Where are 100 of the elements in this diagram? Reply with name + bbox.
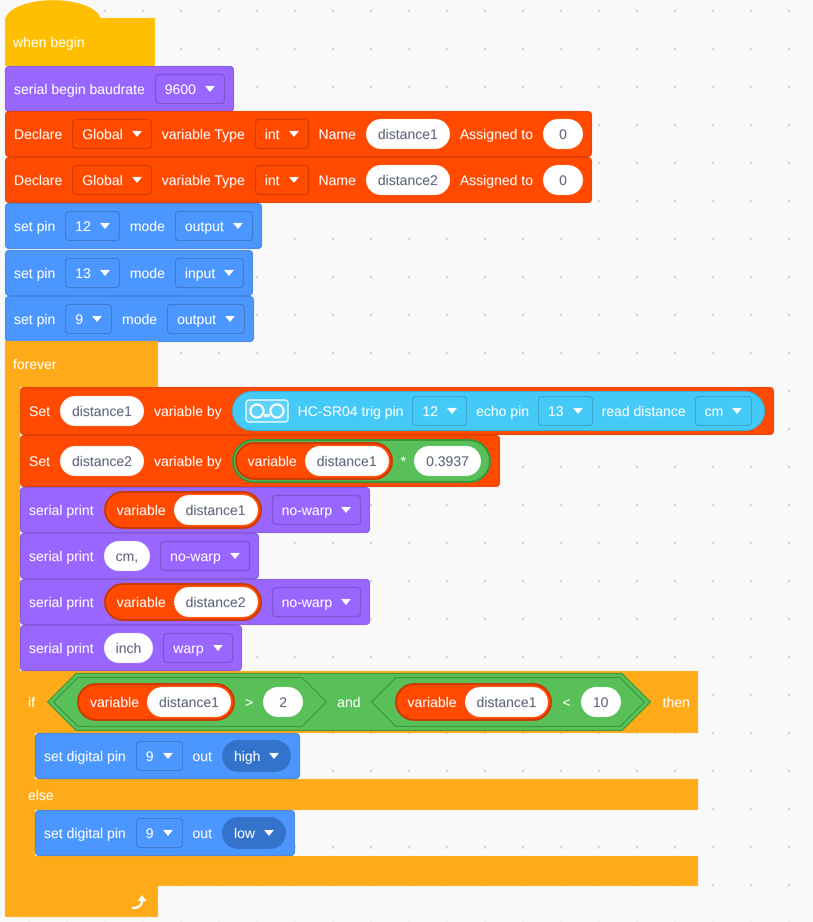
dropdown-menu: 9600 (154, 74, 225, 104)
block-label: serial print (29, 640, 94, 656)
code-block (20, 487, 370, 533)
block-label: serial begin baudrate (14, 81, 145, 97)
block-label: set pin (14, 218, 56, 234)
dropdown-menu: input (174, 258, 244, 288)
block-label: serial print (29, 502, 94, 518)
block-label: set pin (14, 265, 56, 281)
reporter-block (104, 491, 262, 529)
reporter-block (234, 442, 393, 480)
dropdown-menu: Global (72, 165, 152, 195)
input-field: inch (104, 633, 154, 663)
block-label: variable Type (162, 172, 245, 188)
code-block (35, 733, 300, 779)
dropdown-menu: output (167, 304, 246, 334)
operator-reporter-block (232, 439, 491, 483)
block-label: mode (130, 218, 165, 234)
block-label: variable (90, 694, 140, 710)
input-field: 0 (543, 119, 583, 149)
code-block (5, 296, 254, 342)
block-label: mode (130, 265, 165, 281)
block-label: variable (408, 694, 457, 710)
input-field: distance2 (366, 165, 450, 195)
dropdown-menu: Global (72, 119, 152, 149)
dropdown-menu: 12 (65, 211, 120, 241)
block-label: read distance (602, 403, 686, 419)
block-label: Assigned to (460, 126, 533, 142)
condition-block (370, 677, 645, 727)
code-block (20, 435, 500, 487)
block-label: serial print (29, 548, 94, 564)
block-label: < (562, 694, 571, 710)
dropdown-menu: no-warp (272, 495, 362, 525)
code-block (5, 250, 254, 296)
input-field: cm, (104, 541, 150, 571)
block-label: variable (116, 594, 166, 610)
reporter-block (394, 683, 552, 721)
dropdown-menu: 12 (412, 396, 468, 426)
input-field: distance1 (60, 396, 144, 426)
code-block (20, 579, 370, 625)
dropdown-menu: warp (163, 633, 233, 663)
dropdown-menu: output (174, 211, 253, 241)
dropdown-menu: cm (694, 396, 752, 426)
dropdown-menu: low (222, 817, 286, 849)
if-else-block (20, 671, 698, 886)
input-field: distance1 (304, 446, 389, 476)
code-block (5, 111, 592, 157)
block-label: forever (13, 356, 57, 372)
block-label: variable (248, 453, 297, 469)
dropdown-menu: no-warp (160, 541, 250, 571)
block-label: out (192, 748, 212, 764)
block-label: if (28, 694, 35, 710)
block-label: Name (318, 126, 356, 142)
block-label: set digital pin (44, 825, 126, 841)
dropdown-menu: 13 (65, 258, 120, 288)
code-block (5, 203, 262, 249)
block-label: variable by (154, 453, 222, 469)
condition-block (47, 673, 651, 731)
code-block (5, 66, 234, 112)
block-label: echo pin (476, 403, 529, 419)
block-label: then (662, 694, 690, 710)
sensor-reporter-block (232, 391, 766, 431)
code-block (20, 533, 259, 579)
dropdown-menu: 9 (136, 818, 183, 848)
condition-block (53, 677, 328, 727)
input-field: distance1 (147, 687, 231, 717)
block-label: > (244, 694, 254, 710)
input-field: distance1 (464, 687, 548, 717)
block-label: set digital pin (44, 748, 126, 764)
code-block (20, 625, 242, 671)
input-field: distance2 (60, 446, 144, 476)
input-field: distance2 (174, 587, 258, 617)
block-label: variable by (154, 403, 222, 419)
reporter-block (104, 583, 262, 621)
block-label: Declare (14, 172, 62, 188)
code-block (35, 810, 295, 856)
hat-block (5, 0, 155, 66)
block-label: when begin (13, 34, 85, 50)
block-label: HC-SR04 trig pin (298, 403, 404, 419)
input-field: 0.3937 (414, 446, 481, 476)
dropdown-menu: 9 (136, 741, 183, 771)
block-label: Set (29, 403, 50, 419)
block-label: out (192, 825, 212, 841)
block-label: Declare (14, 126, 62, 142)
dropdown-menu: int (254, 119, 309, 149)
block-label: set pin (14, 311, 56, 327)
dropdown-menu: no-warp (272, 587, 362, 617)
block-label: * (400, 453, 406, 469)
dropdown-menu: int (254, 165, 309, 195)
dropdown-menu: 9 (65, 304, 112, 334)
block-label: variable Type (162, 126, 245, 142)
block-label: else (28, 786, 54, 802)
input-field: distance1 (174, 495, 258, 525)
block-label: and (337, 694, 361, 710)
block-label: mode (122, 311, 158, 327)
block-label: Name (318, 172, 356, 188)
block-label: variable (116, 502, 166, 518)
input-field: distance1 (366, 119, 450, 149)
code-block (20, 387, 774, 435)
block-label: Set (29, 453, 50, 469)
dropdown-menu: 13 (538, 396, 593, 426)
